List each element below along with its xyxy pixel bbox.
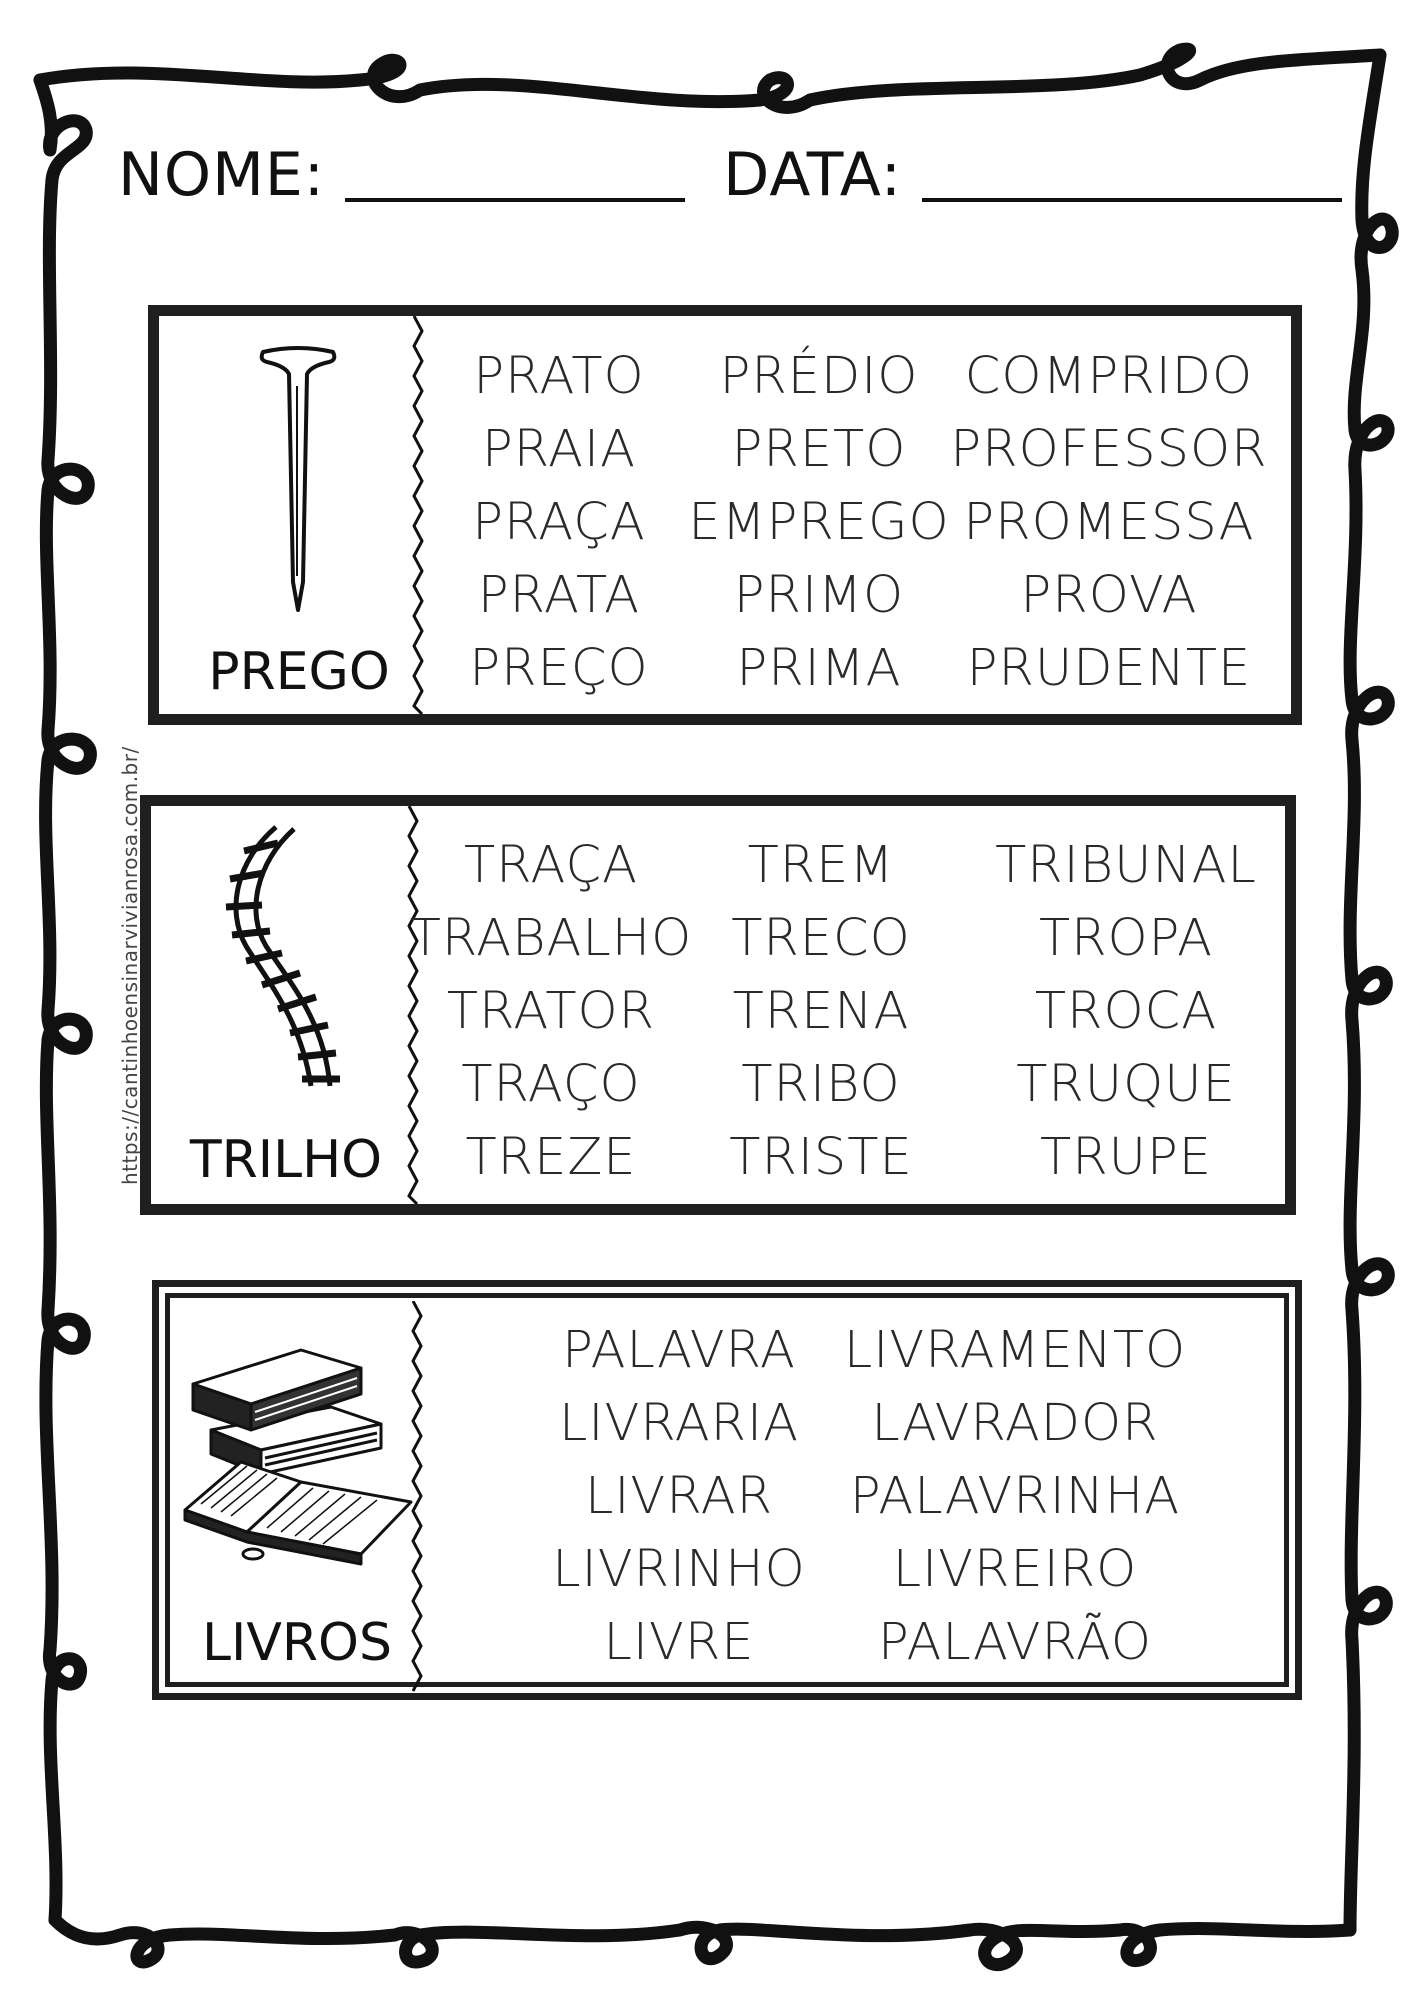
word: PRÉDIO bbox=[719, 347, 919, 406]
books-icon bbox=[183, 1348, 413, 1566]
word: PRATA bbox=[477, 566, 641, 625]
word: PROFESSOR bbox=[950, 420, 1268, 479]
section-livros: LIVROS PALAVRA LIVRARIA LIVRAR LIVRINHO … bbox=[152, 1280, 1302, 1700]
section-label: LIVROS bbox=[202, 1613, 392, 1673]
railroad-track-icon bbox=[225, 825, 340, 1087]
word: EMPREGO bbox=[688, 493, 950, 552]
word: PREÇO bbox=[469, 639, 649, 698]
word: PALAVRINHA bbox=[849, 1467, 1181, 1526]
word: COMPRIDO bbox=[964, 347, 1254, 406]
word: PALAVRÃO bbox=[878, 1613, 1152, 1672]
word: PALAVRA bbox=[562, 1321, 796, 1380]
word: TREZE bbox=[465, 1128, 637, 1187]
date-field[interactable] bbox=[921, 146, 1342, 202]
word: PRUDENTE bbox=[966, 639, 1252, 698]
word: LIVRINHO bbox=[552, 1540, 806, 1599]
word: PRATO bbox=[473, 347, 645, 406]
word: TRUQUE bbox=[1016, 1055, 1236, 1114]
zigzag-divider bbox=[411, 1301, 423, 1692]
word: LAVRADOR bbox=[871, 1394, 1159, 1453]
word: PROVA bbox=[1020, 566, 1198, 625]
word: TRABALHO bbox=[409, 909, 693, 968]
zigzag-divider bbox=[412, 316, 424, 714]
word: PRIMA bbox=[736, 639, 902, 698]
word: TRISTE bbox=[729, 1128, 913, 1187]
word: TRIBO bbox=[741, 1055, 901, 1114]
source-url: https://cantinhoensinarvivianrosa.com.br… bbox=[118, 746, 142, 1185]
word: TRAÇO bbox=[461, 1055, 641, 1114]
zigzag-divider bbox=[407, 806, 419, 1204]
nail-icon bbox=[259, 346, 337, 612]
word: LIVRAR bbox=[584, 1467, 774, 1526]
section-label: PREGO bbox=[208, 642, 390, 702]
word: PRAIA bbox=[482, 420, 636, 479]
name-label: NOME: bbox=[118, 140, 326, 210]
word: LIVREIRO bbox=[892, 1540, 1138, 1599]
word: TROCA bbox=[1034, 982, 1218, 1041]
word: LIVRAMENTO bbox=[843, 1321, 1187, 1380]
word: PRAÇA bbox=[472, 493, 646, 552]
date-label: DATA: bbox=[723, 140, 902, 210]
inner-border bbox=[165, 1293, 1289, 1687]
section-label: TRILHO bbox=[189, 1130, 383, 1190]
word: LIVRARIA bbox=[559, 1394, 799, 1453]
word: TRECO bbox=[731, 909, 911, 968]
word: PRIMO bbox=[733, 566, 905, 625]
worksheet-header: NOME: DATA: bbox=[118, 140, 1342, 210]
section-prego: PREGO PRATO PRAIA PRAÇA PRATA PREÇO PRÉD… bbox=[148, 305, 1302, 725]
word: TREM bbox=[747, 836, 895, 895]
word: TRUPE bbox=[1040, 1128, 1212, 1187]
section-trilho: TRILHO TRAÇA TRABALHO TRATOR TRAÇO TREZE… bbox=[140, 795, 1296, 1215]
word: TRATOR bbox=[446, 982, 656, 1041]
word: TRAÇA bbox=[463, 836, 639, 895]
word: PROMESSA bbox=[963, 493, 1255, 552]
word: TRIBUNAL bbox=[995, 836, 1257, 895]
word: LIVRE bbox=[603, 1613, 755, 1672]
name-field[interactable] bbox=[345, 146, 686, 202]
word: TROPA bbox=[1038, 909, 1214, 968]
word: TRENA bbox=[732, 982, 910, 1041]
word: PRETO bbox=[731, 420, 907, 479]
